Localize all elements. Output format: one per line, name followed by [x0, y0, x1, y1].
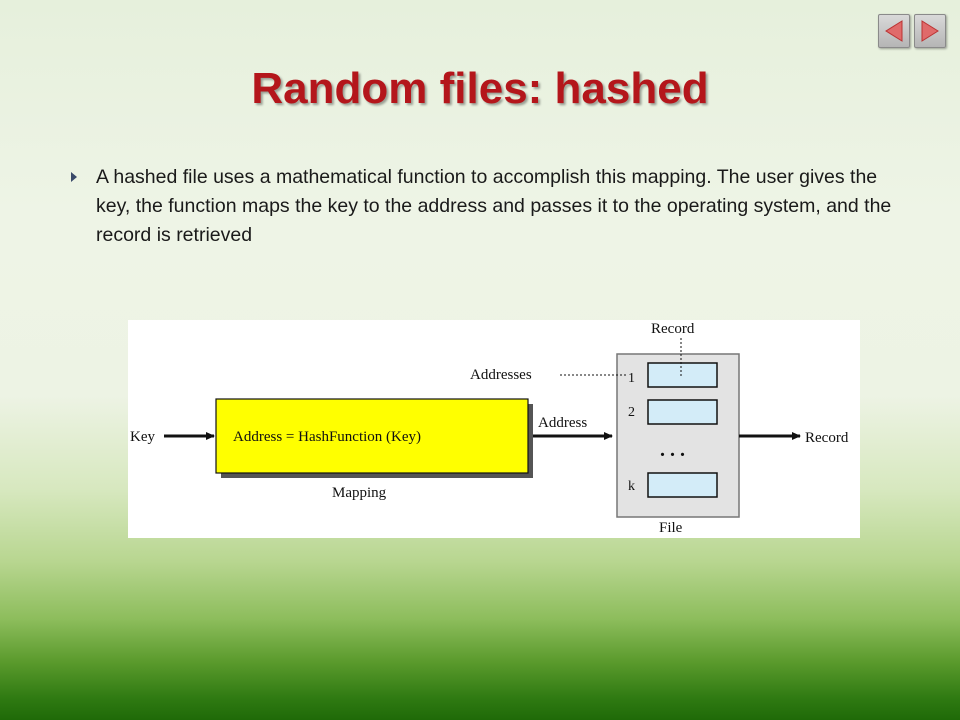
record-slot-k — [647, 472, 718, 498]
addresses-label: Addresses — [470, 367, 532, 383]
bullet-text: A hashed file uses a mathematical functi… — [96, 166, 892, 246]
triangle-left-icon — [885, 20, 903, 42]
record-output-label: Record — [805, 430, 849, 446]
bullet-arrow-icon — [70, 163, 96, 188]
slot-label-2: 2 — [628, 405, 635, 420]
slot-label-k: k — [628, 479, 635, 494]
hash-function-box — [215, 398, 529, 474]
record-slot-1 — [647, 362, 718, 388]
record-top-label: Record — [651, 321, 695, 337]
slide-nav — [878, 14, 946, 48]
key-label: Key — [130, 429, 155, 445]
slots-ellipsis: . . . — [660, 439, 685, 461]
slot-label-1: 1 — [628, 371, 635, 386]
next-slide-button[interactable] — [914, 14, 946, 48]
bullet-item: A hashed file uses a mathematical functi… — [70, 163, 910, 250]
hash-function-label: Address = HashFunction (Key) — [233, 429, 421, 445]
mapping-label: Mapping — [332, 485, 387, 501]
slide-title: Random files: hashed — [251, 64, 709, 113]
address-label: Address — [538, 415, 587, 431]
file-label: File — [659, 520, 683, 536]
record-slot-2 — [647, 399, 718, 425]
triangle-right-icon — [921, 20, 939, 42]
hashed-file-diagram: Key Address = HashFunction (Key) Mapping… — [128, 320, 860, 538]
previous-slide-button[interactable] — [878, 14, 910, 48]
